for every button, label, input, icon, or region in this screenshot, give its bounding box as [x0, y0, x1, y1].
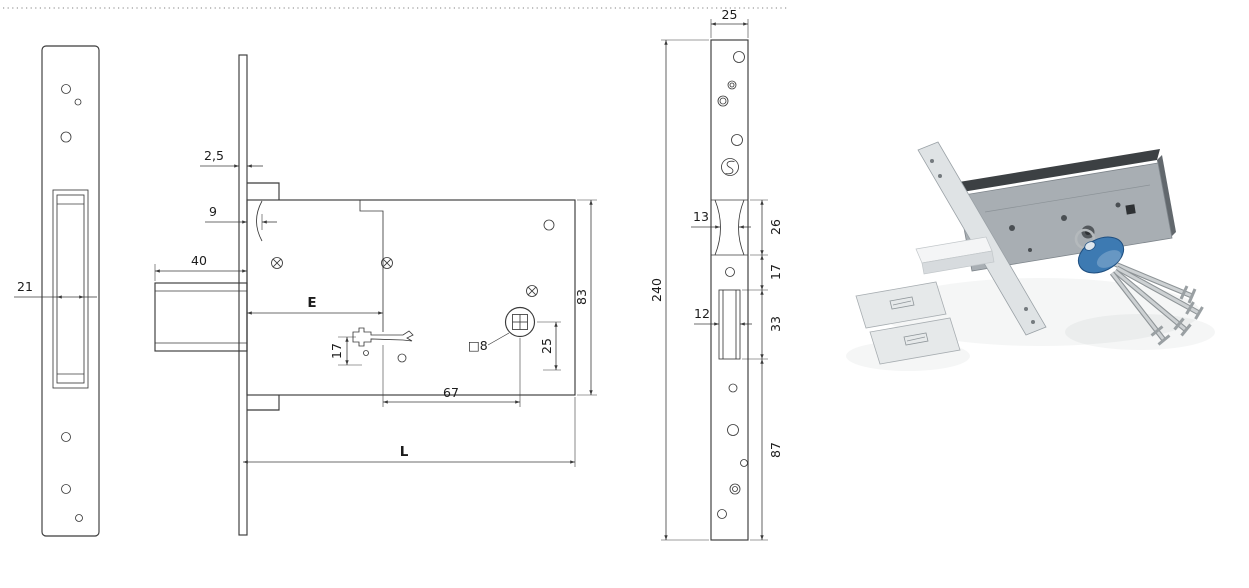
- screw-icon: [381, 257, 393, 269]
- latch-window-left-curve: [714, 199, 721, 256]
- bolt-window: [718, 289, 741, 360]
- dim-text-9: 9: [209, 204, 217, 219]
- dim-text-E: E: [307, 295, 316, 311]
- latch-bolt: [154, 282, 248, 352]
- dim-faceplate-height: 240: [649, 39, 709, 541]
- screw-hole: [61, 432, 71, 442]
- dim-text-21: 21: [17, 279, 33, 294]
- body-hole: [1028, 248, 1032, 252]
- dim-key-drop: 17: [329, 336, 362, 366]
- faceplate-edge: [238, 54, 248, 536]
- lock-body-back-edge: [956, 149, 1160, 193]
- body-hole: [1009, 225, 1015, 231]
- dim-strike-pocket-width: 21: [14, 279, 97, 299]
- screw-hole: [61, 484, 71, 494]
- dim-text-87: 87: [768, 442, 783, 458]
- screw-hole: [725, 267, 735, 277]
- key: [1114, 261, 1197, 304]
- dim-bolt-window-height: 33: [742, 289, 783, 360]
- screw-hole: [727, 80, 737, 90]
- key: [1115, 265, 1204, 320]
- screw-hole: [729, 483, 741, 495]
- body-hole: [1061, 215, 1067, 221]
- latch-notch-curve: [256, 200, 263, 242]
- screw-hole: [60, 131, 72, 143]
- screw-hole: [733, 51, 745, 63]
- dim-text-33: 33: [768, 316, 783, 332]
- dim-text-83: 83: [574, 289, 589, 305]
- dim-text-40: 40: [191, 253, 207, 268]
- key-cylinder-hole: [504, 306, 536, 338]
- dim-case-height: 83: [574, 199, 597, 396]
- dim-latch-length: 40: [154, 253, 248, 281]
- dim-text-25-top: 25: [722, 7, 738, 22]
- label-spindle-square: □8: [468, 332, 510, 353]
- dim-centers-distance: 67: [382, 338, 521, 407]
- dim-case-length: L: [242, 397, 576, 467]
- lock-body-right-edge: [1157, 155, 1176, 237]
- dim-text-13: 13: [693, 209, 709, 224]
- screw-hole: [717, 509, 727, 519]
- dim-spindle-drop: 25: [537, 321, 561, 371]
- dim-text-240: 240: [649, 278, 664, 302]
- key-head-hole: [1084, 241, 1096, 251]
- strike-plate-side-view: 21: [14, 45, 100, 537]
- screw-icon: [271, 257, 283, 269]
- dim-text-17-front: 17: [768, 264, 783, 280]
- shadow: [1065, 314, 1215, 350]
- strike-shim-plates: [855, 281, 961, 365]
- dim-text-17-side: 17: [329, 343, 344, 359]
- strike-plate-outline: [41, 45, 100, 537]
- latch-window-right-curve: [738, 199, 745, 256]
- shadow: [880, 278, 1200, 346]
- dim-bolt-window-width: 12: [694, 306, 752, 326]
- screw-hole: [731, 134, 743, 146]
- screw-hole: [61, 84, 71, 94]
- key: [1113, 269, 1192, 337]
- dim-latch-window-height: 26: [750, 199, 783, 256]
- pivot-hole: [363, 350, 369, 356]
- screw-hole: [727, 424, 739, 436]
- key-lever-detail: [352, 327, 414, 347]
- dim-faceplate-width: 25: [710, 7, 749, 38]
- dim-text-26: 26: [768, 219, 783, 235]
- dim-text-12: 12: [694, 306, 710, 321]
- case-hole: [543, 219, 555, 231]
- product-photo: [846, 141, 1215, 371]
- dim-lower-section: 87: [750, 359, 783, 541]
- screw-hole: [740, 459, 748, 467]
- dim-text-67: 67: [443, 385, 459, 400]
- pivot-hole: [397, 353, 407, 363]
- faceplate-front-view: 25 240 13 12 26 17: [649, 7, 783, 541]
- screw-hole: [74, 98, 82, 106]
- screw-icon: [526, 285, 538, 297]
- internal-plate-edge: [359, 200, 384, 332]
- screw-hole: [75, 514, 83, 522]
- key: [1109, 271, 1171, 346]
- spindle-square-hole: [1125, 204, 1136, 215]
- latch-pocket-inner: [56, 194, 85, 384]
- dim-text-L: L: [400, 444, 409, 460]
- dim-text-2-5: 2,5: [204, 148, 224, 163]
- dim-window-gap: 17: [760, 255, 783, 290]
- dim-text-25-side: 25: [539, 338, 554, 354]
- dim-text-square8: □8: [468, 338, 488, 353]
- dim-latch-waist: 13: [691, 209, 751, 229]
- dim-faceplate-thickness: 2,5: [200, 148, 263, 168]
- screw-hole: [717, 95, 729, 107]
- dim-backset: E: [246, 295, 383, 315]
- dim-notch-depth: 9: [205, 204, 277, 230]
- body-hole: [1115, 202, 1121, 208]
- latch-pocket-outer: [52, 189, 89, 389]
- keys-bunch: [1074, 228, 1204, 346]
- lock-case-side-view: □8 2,5 9 40 E 17: [154, 54, 597, 536]
- lock-case-outline: [246, 199, 576, 396]
- brand-logo: [721, 158, 739, 176]
- screw-hole: [728, 383, 738, 393]
